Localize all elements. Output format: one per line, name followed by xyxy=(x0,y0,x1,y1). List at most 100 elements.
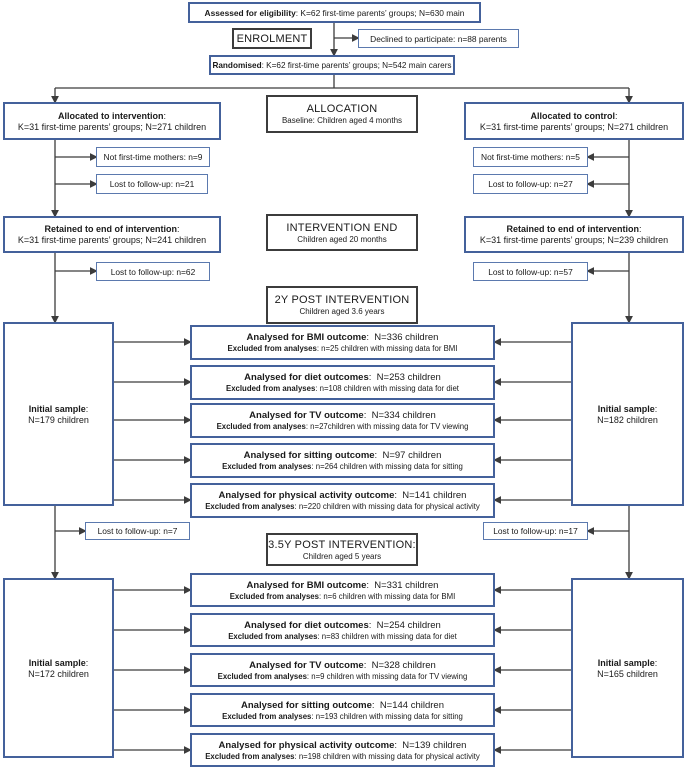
excluded-line: Excluded from analyses: n=198 children w… xyxy=(205,752,480,761)
intervention-end-stage-title: INTERVENTION END xyxy=(286,221,398,234)
analysed-35y-bmi-box: Analysed for BMI outcome: N=331 children… xyxy=(190,573,495,607)
initial-sample-detail: N=182 children xyxy=(597,414,658,425)
label: Analysed for BMI outcome xyxy=(246,579,367,591)
label: Initial sample xyxy=(597,657,655,668)
rest: : n=198 children with missing data for p… xyxy=(294,751,480,761)
analysed-title: Analysed for diet outcomes: N=253 childr… xyxy=(244,372,441,383)
lost17-right-box: Lost to follow-up: n=17 xyxy=(483,522,588,540)
allocation-stage-subtitle: Baseline: Children aged 4 months xyxy=(281,116,403,125)
label: Excluded from analyses xyxy=(228,631,318,641)
allocated-control-box: Allocated to control: K=31 first-time pa… xyxy=(464,102,684,140)
eligibility-label: Assessed for eligibility xyxy=(204,7,296,18)
label: Excluded from analyses xyxy=(216,422,306,431)
colon: : xyxy=(639,224,642,234)
allocated-intervention-detail: K=31 first-time parents’ groups; N=271 c… xyxy=(17,121,207,132)
notftm-right-box: Not first-time mothers: n=5 xyxy=(473,147,588,167)
rest: : N=254 children xyxy=(368,619,441,631)
colon: : xyxy=(177,224,180,234)
analysed-title: Analysed for BMI outcome: N=331 children xyxy=(247,580,439,591)
excluded-line: Excluded from analyses: n=108 children w… xyxy=(226,384,459,393)
analysed-2y-diet-box: Analysed for diet outcomes: N=253 childr… xyxy=(190,365,495,400)
retained-left-detail: K=31 first-time parents’ groups; N=241 c… xyxy=(17,235,207,245)
label: Initial sample xyxy=(28,657,86,668)
initial-sample-title: Initial sample: xyxy=(598,404,658,414)
excluded-line: Excluded from analyses: n=6 children wit… xyxy=(230,592,456,601)
label: Excluded from analyses xyxy=(205,751,295,761)
initial-sample-title: Initial sample: xyxy=(598,658,658,668)
initial-sample-title: Initial sample: xyxy=(29,658,89,668)
label: Analysed for diet outcomes xyxy=(244,619,369,631)
colon: : xyxy=(615,110,618,121)
analysed-title: Analysed for sitting outcome: N=97 child… xyxy=(244,450,442,461)
lost57-right-box: Lost to follow-up: n=57 xyxy=(473,262,588,281)
retained-left-title: Retained to end of intervention: xyxy=(44,224,179,234)
excluded-line: Excluded from analyses: n=9 children wit… xyxy=(218,672,468,681)
initial-sample-35y-right-box: Initial sample: N=165 children xyxy=(571,578,684,758)
analysed-35y-tv-box: Analysed for TV outcome: N=328 children … xyxy=(190,653,495,687)
allocation-stage-title: ALLOCATION xyxy=(306,103,378,115)
label: Analysed for physical activity outcome xyxy=(218,490,395,501)
post-2y-stage-subtitle: Children aged 3.6 years xyxy=(299,307,385,316)
allocated-control-title: Allocated to control: xyxy=(530,111,617,121)
excluded-line: Excluded from analyses: n=220 children w… xyxy=(205,502,480,511)
analysed-2y-tv-box: Analysed for TV outcome: N=334 children … xyxy=(190,403,495,438)
rest: : n=27children with missing data for TV … xyxy=(305,422,469,431)
initial-sample-detail: N=165 children xyxy=(597,668,658,679)
post-2y-stage-title: 2Y POST INTERVENTION xyxy=(274,294,410,306)
label: Excluded from analyses xyxy=(205,502,295,511)
rest: : n=9 children with missing data for TV … xyxy=(306,671,468,681)
enrolment-stage-box: ENROLMENT xyxy=(232,28,312,49)
label: Excluded from analyses xyxy=(222,711,312,721)
rest: : n=108 children with missing data for d… xyxy=(315,384,459,393)
lost17-right-text: Lost to follow-up: n=17 xyxy=(493,526,578,536)
analysed-2y-bmi-box: Analysed for BMI outcome: N=336 children… xyxy=(190,325,495,360)
intervention-end-stage-subtitle: Children aged 20 months xyxy=(297,234,387,244)
retained-left-box: Retained to end of intervention: K=31 fi… xyxy=(3,216,221,253)
colon: : xyxy=(654,657,658,668)
colon: : xyxy=(85,657,89,668)
lost7-left-box: Lost to follow-up: n=7 xyxy=(85,522,190,540)
analysed-35y-sitting-box: Analysed for sitting outcome: N=144 chil… xyxy=(190,693,495,727)
label: Analysed for sitting outcome xyxy=(243,450,375,461)
retained-right-detail: K=31 first-time parents’ groups; N=239 c… xyxy=(479,235,669,245)
lost27-right-box: Lost to follow-up: n=27 xyxy=(473,174,588,194)
label: Excluded from analyses xyxy=(227,344,317,353)
randomised-label: Randomised xyxy=(212,60,262,70)
initial-sample-2y-left-box: Initial sample: N=179 children xyxy=(3,322,114,506)
rest: : n=83 children with missing data for di… xyxy=(317,631,457,641)
colon: : xyxy=(163,110,167,121)
colon: : xyxy=(85,403,89,414)
analysed-2y-sitting-box: Analysed for sitting outcome: N=97 child… xyxy=(190,443,495,478)
declined-box: Declined to participate: n=88 parents xyxy=(358,29,519,48)
retained-right-title: Retained to end of intervention: xyxy=(506,224,641,234)
initial-sample-title: Initial sample: xyxy=(29,404,89,414)
lost21-left-box: Lost to follow-up: n=21 xyxy=(96,174,208,194)
excluded-line: Excluded from analyses: n=25 children wi… xyxy=(228,344,458,353)
analysed-title: Analysed for physical activity outcome: … xyxy=(219,490,467,501)
analysed-title: Analysed for TV outcome: N=328 children xyxy=(249,660,436,671)
allocation-stage-box: ALLOCATION Baseline: Children aged 4 mon… xyxy=(266,95,418,133)
rest: : N=139 children xyxy=(394,739,467,751)
notftm-left-box: Not first-time mothers: n=9 xyxy=(96,147,210,167)
retained-right-box: Retained to end of intervention: K=31 fi… xyxy=(464,216,684,253)
eligibility-text: Assessed for eligibility: K=62 first-tim… xyxy=(205,8,465,18)
initial-sample-35y-left-box: Initial sample: N=172 children xyxy=(3,578,114,758)
lost57-right-text: Lost to follow-up: n=57 xyxy=(488,266,573,277)
label: Analysed for sitting outcome xyxy=(241,699,372,711)
allocated-intervention-title: Allocated to intervention: xyxy=(58,111,166,121)
lost62-left-box: Lost to follow-up: n=62 xyxy=(96,262,210,281)
excluded-line: Excluded from analyses: n=83 children wi… xyxy=(228,632,457,641)
label: Excluded from analyses xyxy=(222,462,312,471)
rest: : n=264 children with missing data for s… xyxy=(311,462,463,471)
allocated-control-detail: K=31 first-time parents’ groups; N=271 c… xyxy=(479,121,669,132)
label: Analysed for BMI outcome xyxy=(246,332,367,343)
analysed-35y-pa-box: Analysed for physical activity outcome: … xyxy=(190,733,495,767)
randomised-box: Randomised: K=62 first-time parents’ gro… xyxy=(209,55,455,75)
rest: : N=253 children xyxy=(368,372,441,383)
lost27-right-text: Lost to follow-up: n=27 xyxy=(488,179,573,189)
allocated-intervention-box: Allocated to intervention: K=31 first-ti… xyxy=(3,102,221,140)
intervention-end-stage-box: INTERVENTION END Children aged 20 months xyxy=(266,214,418,251)
declined-text: Declined to participate: n=88 parents xyxy=(370,33,507,44)
randomised-text: Randomised: K=62 first-time parents’ gro… xyxy=(212,61,451,70)
label: Analysed for diet outcomes xyxy=(244,372,369,383)
